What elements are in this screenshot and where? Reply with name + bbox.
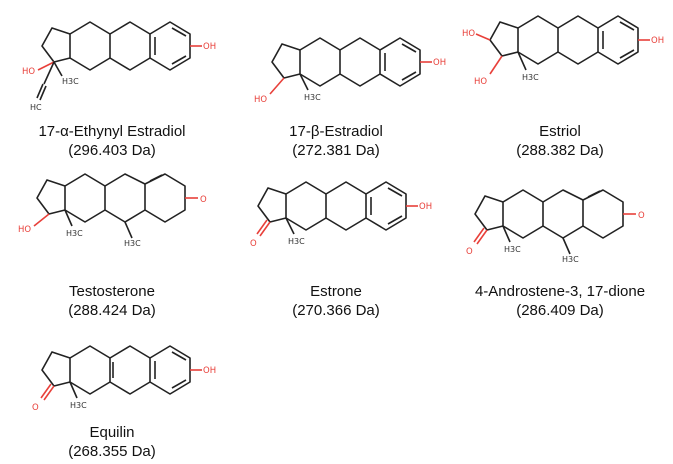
caption: Estrone (270.366 Da) (224, 282, 448, 320)
ketone-oxygen-label: O (200, 195, 207, 205)
ketone-oxygen-label: O (32, 403, 39, 413)
ketone-oxygen-label: O (250, 239, 257, 249)
molecule-androstenedione: O O H3C H3C 4-Androstene-3, 17-dione (28… (448, 160, 672, 320)
ethynyl-label: HC (30, 103, 42, 112)
molecule-mass: (286.409 Da) (516, 302, 604, 319)
molecule-mass: (268.355 Da) (68, 443, 156, 460)
molecule-equilin: OH O H3C Equilin (268.355 Da) (0, 320, 224, 464)
molecule-mass: (288.382 Da) (516, 142, 604, 159)
structure-estradiol: OH HO H3C (254, 37, 446, 105)
methyl-label: H3C (562, 255, 579, 264)
molecule-estrone: OH O H3C Estrone (270.366 Da) (224, 160, 448, 320)
molecule-mass: (270.366 Da) (292, 302, 380, 319)
structure-androstenedione: O O H3C H3C (466, 189, 645, 264)
methyl-label: H3C (124, 239, 141, 248)
hydroxyl-label: OH (419, 202, 432, 212)
methyl-label: H3C (304, 93, 321, 102)
molecule-testosterone: O HO H3C H3C Testosterone (288.424 Da) (0, 160, 224, 320)
methyl-label: H3C (288, 237, 305, 246)
hydroxyl-label: HO (18, 225, 31, 235)
methyl-label: H3C (66, 229, 83, 238)
molecule-name: 4-Androstene-3, 17-dione (474, 283, 646, 300)
structure-estriol: OH HO HO H3C (462, 15, 664, 87)
molecule-name: 17-α-Ethynyl Estradiol (38, 123, 186, 140)
structure-testosterone: O HO H3C H3C (18, 173, 207, 248)
hydroxyl-label: OH (651, 36, 664, 46)
structure-ethynyl-estradiol: OH HO H3C HC (22, 21, 216, 112)
molecule-mass: (272.381 Da) (292, 142, 380, 159)
molecule-name: Estriol (539, 123, 581, 140)
hydroxyl-label: HO (254, 95, 267, 105)
molecule-mass: (296.403 Da) (68, 142, 156, 159)
methyl-label: H3C (504, 245, 521, 254)
molecule-estriol: OH HO HO H3C Estriol (288.382 Da) (448, 0, 672, 160)
hydroxyl-label: OH (203, 42, 216, 52)
ketone-oxygen-label: O (466, 247, 473, 257)
methyl-label: H3C (62, 77, 79, 86)
caption: 17-α-Ethynyl Estradiol (296.403 Da) (0, 122, 224, 160)
molecule-name: Estrone (310, 283, 362, 300)
structure-equilin: OH O H3C (32, 345, 216, 413)
hydroxyl-label: HO (462, 29, 475, 39)
hydroxyl-label: HO (474, 77, 487, 87)
hydroxyl-label: HO (22, 67, 35, 77)
molecule-name: 17-β-Estradiol (289, 123, 383, 140)
molecule-name: Testosterone (69, 283, 155, 300)
ketone-oxygen-label: O (638, 211, 645, 221)
molecule-ethynyl-estradiol: OH HO H3C HC 17-α-Ethynyl Estradiol (296… (0, 0, 224, 160)
caption: Testosterone (288.424 Da) (0, 282, 224, 320)
caption: 4-Androstene-3, 17-dione (286.409 Da) (448, 282, 672, 320)
molecule-name: Equilin (89, 424, 135, 441)
molecule-estradiol: OH HO H3C 17-β-Estradiol (272.381 Da) (224, 0, 448, 160)
structure-estrone: OH O H3C (250, 181, 432, 249)
methyl-label: H3C (522, 73, 539, 82)
hydroxyl-label: OH (203, 366, 216, 376)
methyl-label: H3C (70, 401, 87, 410)
caption: Equilin (268.355 Da) (0, 423, 224, 461)
caption: 17-β-Estradiol (272.381 Da) (224, 122, 448, 160)
molecule-mass: (288.424 Da) (68, 302, 156, 319)
hydroxyl-label: OH (433, 58, 446, 68)
caption: Estriol (288.382 Da) (448, 122, 672, 160)
